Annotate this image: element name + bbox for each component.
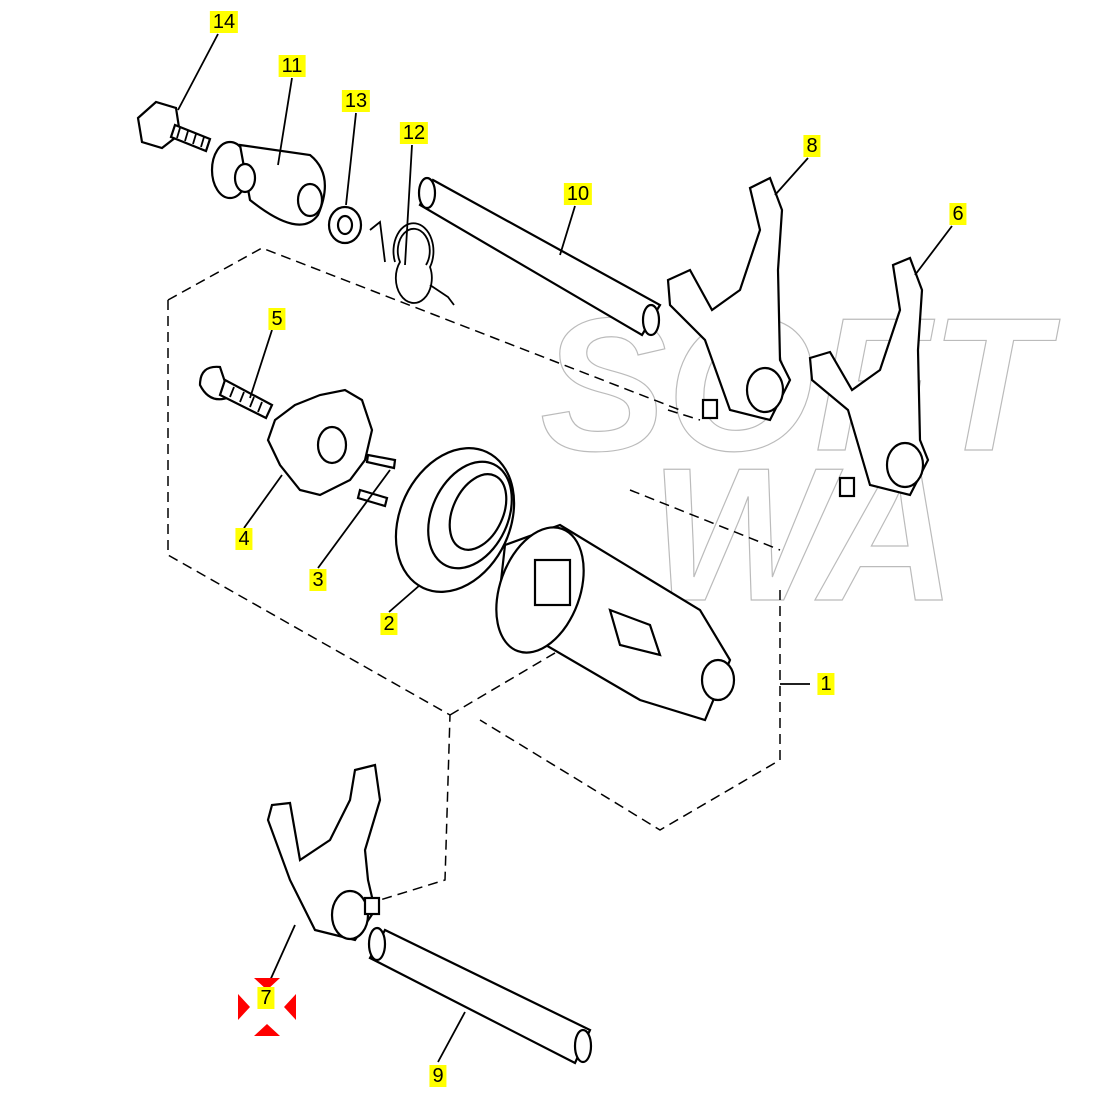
part-6-shift-fork[interactable] bbox=[808, 256, 930, 498]
callout-6[interactable]: 6 bbox=[949, 203, 967, 225]
callout-14[interactable]: 14 bbox=[209, 11, 239, 33]
selection-marker bbox=[238, 978, 296, 1036]
callout-10[interactable]: 10 bbox=[563, 183, 593, 205]
part-5-screw[interactable] bbox=[198, 365, 274, 420]
callout-9[interactable]: 9 bbox=[429, 1065, 447, 1087]
callout-5[interactable]: 5 bbox=[268, 308, 286, 330]
part-14-bolt[interactable] bbox=[136, 100, 212, 153]
callout-8[interactable]: 8 bbox=[803, 135, 821, 157]
part-11-lever[interactable] bbox=[210, 140, 326, 226]
part-8-shift-fork[interactable] bbox=[666, 176, 792, 422]
part-10-shaft[interactable] bbox=[417, 176, 662, 337]
part-3-pins[interactable] bbox=[356, 453, 397, 508]
part-13-washer[interactable] bbox=[327, 205, 363, 245]
callout-3[interactable]: 3 bbox=[309, 569, 327, 591]
part-2-bearing[interactable] bbox=[373, 429, 536, 611]
assembly-outline bbox=[167, 247, 781, 901]
callout-4[interactable]: 4 bbox=[235, 528, 253, 550]
part-7-shift-fork[interactable] bbox=[266, 763, 382, 942]
callout-2[interactable]: 2 bbox=[380, 613, 398, 635]
callout-7-selected[interactable]: 7 bbox=[257, 987, 275, 1009]
callout-13[interactable]: 13 bbox=[341, 90, 371, 112]
part-4-stopper-plate[interactable] bbox=[266, 388, 374, 497]
callout-11[interactable]: 11 bbox=[278, 55, 306, 77]
leader-lines bbox=[177, 33, 953, 1063]
callout-12[interactable]: 12 bbox=[399, 122, 429, 144]
part-1-shift-drum[interactable] bbox=[480, 515, 736, 722]
part-12-spring[interactable] bbox=[369, 220, 455, 306]
part-9-shaft[interactable] bbox=[367, 926, 593, 1065]
callout-1[interactable]: 1 bbox=[817, 673, 835, 695]
